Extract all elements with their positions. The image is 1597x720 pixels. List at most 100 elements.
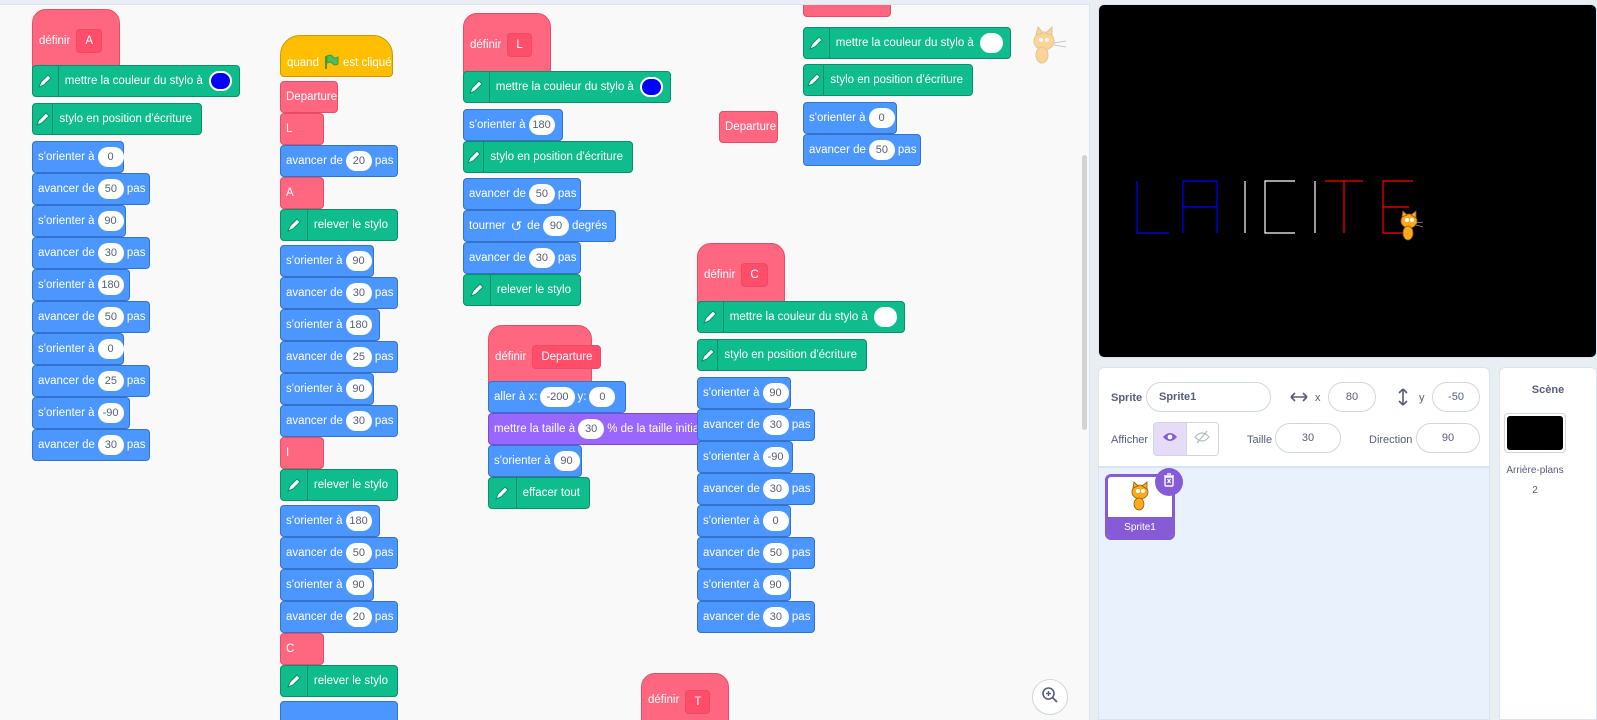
value-input[interactable]: 90 (762, 383, 789, 403)
define-t-hat[interactable]: définir T (641, 673, 729, 720)
pen-down-block[interactable]: stylo en position d'écriture (697, 339, 867, 371)
show-toggle[interactable] (1153, 422, 1219, 456)
value-input[interactable]: 180 (345, 511, 372, 531)
partial-block[interactable] (280, 701, 398, 720)
value-input[interactable]: 25 (97, 371, 124, 391)
define-c-hat[interactable]: définir C (697, 243, 785, 307)
pen-up-block[interactable]: relever le stylo (463, 274, 581, 306)
pen-up-block[interactable]: relever le stylo (280, 209, 398, 241)
set-pen-color-block[interactable]: mettre la couleur du stylo à (463, 71, 671, 103)
show-hidden-button[interactable] (1185, 423, 1218, 455)
point-direction-block[interactable]: s'orienter à-90 (32, 397, 130, 429)
value-input[interactable]: 0 (868, 108, 895, 128)
value-input[interactable]: 90 (345, 379, 372, 399)
value-input[interactable]: 50 (345, 543, 372, 563)
direction-input[interactable]: 90 (1416, 423, 1480, 453)
value-input[interactable]: 30 (762, 415, 789, 435)
color-swatch[interactable] (873, 307, 897, 327)
value-input[interactable]: 180 (345, 315, 372, 335)
value-input[interactable]: 180 (97, 275, 124, 295)
value-input[interactable]: 50 (528, 184, 555, 204)
call-a-block[interactable]: A (280, 177, 324, 209)
pen-down-block[interactable]: stylo en position d'écriture (463, 141, 633, 173)
value-input[interactable]: 50 (97, 179, 124, 199)
clear-block[interactable]: effacer tout (488, 477, 590, 509)
color-swatch[interactable] (979, 33, 1003, 53)
code-workspace[interactable]: définir A mettre la couleur du stylo à s… (0, 4, 1090, 720)
value-input[interactable]: 0 (762, 511, 789, 531)
value-input[interactable]: 50 (97, 307, 124, 327)
set-pen-color-block[interactable]: mettre la couleur du stylo à (803, 27, 1011, 59)
value-input[interactable]: -90 (97, 403, 124, 423)
stage-canvas[interactable] (1098, 4, 1597, 358)
value-input[interactable]: 30 (345, 411, 372, 431)
when-flag-clicked-hat[interactable]: quand est cliqué (280, 35, 393, 77)
pen-down-block[interactable]: stylo en position d'écriture (32, 103, 202, 135)
value-input[interactable]: 90 (553, 451, 580, 471)
y-input[interactable]: 0 (589, 387, 616, 407)
value-input[interactable]: 30 (345, 283, 372, 303)
value-input[interactable]: 180 (528, 115, 555, 135)
show-visible-button[interactable] (1154, 423, 1186, 455)
call-l-block[interactable]: L (280, 113, 324, 145)
value-input[interactable]: 90 (762, 575, 789, 595)
delete-sprite-button[interactable] (1155, 468, 1183, 496)
value-input[interactable]: -90 (762, 447, 789, 467)
value-input[interactable]: 30 (97, 435, 124, 455)
pen-down-block[interactable]: stylo en position d'écriture (803, 64, 973, 96)
zoom-in-button[interactable] (1032, 679, 1068, 715)
backdrop-thumbnail[interactable] (1504, 413, 1566, 453)
call-c-block[interactable]: C (280, 633, 324, 665)
scene-panel[interactable]: Scène Arrière-plans 2 (1499, 367, 1597, 720)
value-input[interactable]: 0 (97, 147, 124, 167)
call-departure-floating[interactable]: Departure (719, 111, 778, 143)
workspace-scrollbar[interactable] (1082, 155, 1087, 430)
set-pen-color-block[interactable]: mettre la couleur du stylo à (697, 301, 905, 333)
value-input[interactable]: 30 (528, 248, 555, 268)
value-input[interactable]: 0 (97, 339, 124, 359)
call-departure-block[interactable]: Departure (280, 81, 338, 113)
color-swatch[interactable] (639, 77, 663, 97)
value-input[interactable]: 90 (345, 575, 372, 595)
value-input[interactable]: 25 (345, 347, 372, 367)
value-input[interactable]: 20 (345, 151, 372, 171)
define-a-hat[interactable]: définir A (32, 9, 120, 73)
sprite-name-input[interactable]: Sprite1 (1146, 382, 1271, 412)
pen-up-block[interactable]: relever le stylo (280, 469, 398, 501)
define-l-hat[interactable]: définir L (463, 13, 551, 77)
call-i-block[interactable]: I (280, 437, 324, 469)
x-input[interactable]: 80 (1328, 382, 1376, 412)
